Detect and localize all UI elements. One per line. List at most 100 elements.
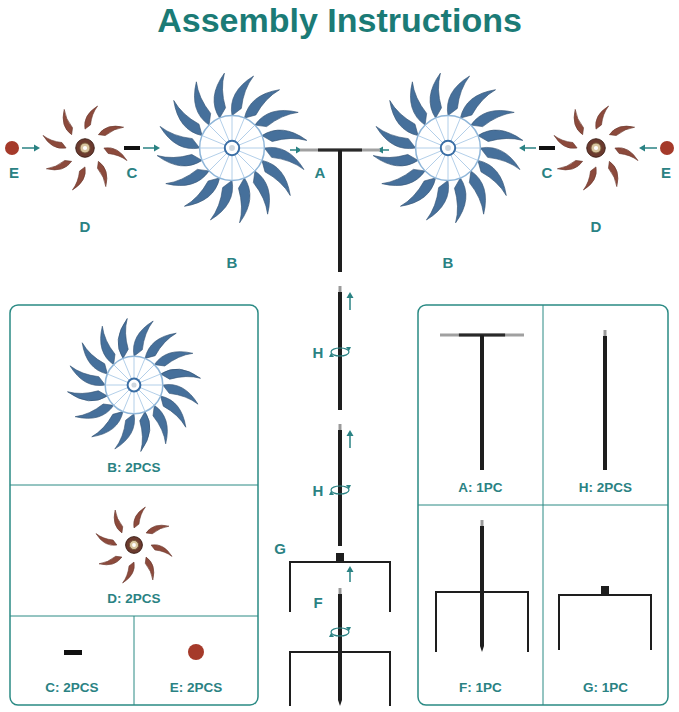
- title: Assembly Instructions: [0, 0, 679, 40]
- spoke: [234, 153, 244, 178]
- spoke: [436, 118, 446, 143]
- part-count: A: 1PC: [418, 480, 543, 495]
- spoke: [139, 374, 161, 383]
- spoke: [139, 387, 161, 396]
- blade: [151, 545, 172, 557]
- rod-tip: [339, 424, 342, 430]
- part-letter: E: [9, 164, 19, 181]
- stake-frame: [436, 592, 528, 652]
- stake-point: [338, 700, 342, 706]
- spoke: [238, 148, 265, 149]
- parts-cell: C: 2PCS: [10, 616, 134, 705]
- assembly-arrow: [349, 296, 351, 310]
- spoke: [237, 150, 262, 160]
- spoke: [123, 358, 132, 380]
- hub: [225, 141, 239, 155]
- spoke: [107, 374, 129, 383]
- parts-cell: F: 1PC: [418, 505, 543, 705]
- rod: [603, 336, 607, 470]
- part-count: H: 2PCS: [543, 480, 668, 495]
- part-letter: B: [227, 254, 238, 271]
- rod-tip: [339, 588, 342, 594]
- twist-symbol: [331, 348, 349, 356]
- twist-symbol: [331, 486, 349, 494]
- hub-hole: [83, 146, 87, 150]
- spoke: [236, 152, 255, 171]
- spoke: [234, 118, 244, 143]
- blade: [138, 557, 161, 580]
- spoke: [232, 116, 233, 143]
- panel-divider: [10, 485, 258, 486]
- blade: [99, 549, 122, 572]
- hub-hole: [594, 146, 598, 150]
- t-bar-post: [480, 335, 484, 470]
- blade: [107, 510, 130, 533]
- hub-hole: [131, 382, 136, 387]
- spoke: [436, 153, 446, 178]
- spoke: [236, 125, 255, 144]
- spoke: [418, 136, 443, 146]
- bracket: [559, 595, 651, 650]
- spoke: [134, 356, 135, 380]
- arrow-head: [347, 566, 354, 572]
- parts-cell: H: 2PCS: [543, 305, 668, 505]
- blade: [46, 152, 71, 177]
- blade: [55, 109, 80, 134]
- spoke: [418, 150, 443, 160]
- blade: [554, 135, 577, 148]
- arrow-head: [346, 485, 351, 489]
- blade: [104, 148, 127, 161]
- spoke: [138, 365, 155, 382]
- blade: [615, 148, 638, 161]
- spoke: [107, 387, 129, 396]
- large-pinwheel: [157, 73, 307, 223]
- arrow-head: [639, 145, 645, 152]
- panel-divider: [543, 305, 544, 705]
- assembly-arrow: [643, 147, 657, 149]
- spoke: [138, 389, 155, 406]
- hub: [128, 379, 141, 392]
- large-pinwheel: [373, 73, 523, 223]
- spoke: [105, 385, 129, 386]
- spoke: [453, 136, 478, 146]
- blade: [89, 161, 114, 186]
- part-count: B: 2PCS: [10, 460, 258, 475]
- end-cap: [660, 141, 674, 155]
- spoke: [139, 385, 163, 386]
- part-letter: C: [127, 164, 138, 181]
- hub-ring: [80, 143, 90, 153]
- spoke: [136, 390, 145, 412]
- hub-ring: [591, 143, 601, 153]
- rod-tip: [339, 286, 342, 292]
- part-count: E: 2PCS: [134, 680, 258, 695]
- arrow-head: [347, 430, 354, 436]
- parts-panel: [10, 305, 258, 705]
- parts-cell: B: 2PCS: [10, 305, 258, 485]
- part-letter: B: [443, 254, 454, 271]
- hub: [441, 141, 455, 155]
- parts-cell: E: 2PCS: [134, 616, 258, 705]
- spoke: [452, 125, 471, 144]
- spoke: [220, 153, 230, 178]
- rod: [480, 526, 484, 646]
- wheel-ring: [105, 356, 163, 414]
- spoke: [123, 390, 132, 412]
- spoke: [425, 125, 444, 144]
- end-cap: [5, 141, 19, 155]
- stake-point: [480, 646, 484, 652]
- blade: [600, 161, 625, 186]
- blade: [160, 360, 200, 392]
- assembly-arrow: [349, 434, 351, 448]
- arrow-head: [329, 491, 334, 495]
- arrow-head: [347, 292, 354, 298]
- arrow-head: [346, 347, 351, 351]
- part-count: C: 2PCS: [10, 680, 134, 695]
- rod-tip: [604, 330, 607, 336]
- part-letter: H: [313, 344, 324, 361]
- part-letter: D: [80, 218, 91, 235]
- rod: [338, 430, 342, 546]
- spoke: [202, 136, 227, 146]
- spoke: [232, 154, 233, 181]
- blade: [478, 120, 523, 156]
